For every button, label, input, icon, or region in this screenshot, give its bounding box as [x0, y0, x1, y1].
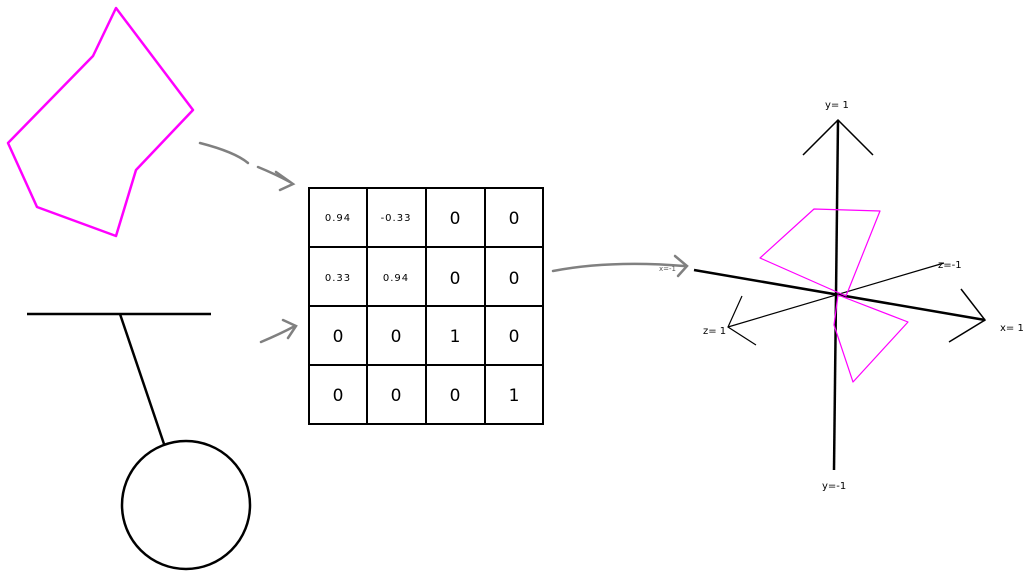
matrix-cell: 0: [450, 209, 461, 229]
x-negative-label: x=-1: [659, 265, 676, 273]
transformed-shape: [759, 208, 909, 383]
z-positive-label: z= 1: [703, 326, 726, 337]
matrix-cell: 0: [450, 386, 461, 406]
matrix-cell: 0: [509, 209, 520, 229]
matrix-cell: 0: [333, 386, 344, 406]
dashed-arrow-to-matrix: [198, 141, 296, 192]
matrix-cell: 0: [450, 269, 461, 289]
matrix-cell: 0: [509, 327, 520, 347]
arrow-matrix-to-3d: [551, 254, 689, 278]
matrix-cell: -0.33: [381, 213, 412, 224]
z-axis-arrowhead: [727, 295, 757, 346]
y-negative-label: y=-1: [822, 481, 846, 492]
matrix-cell: 0.33: [325, 273, 351, 284]
3d-axes-view: y= 1 y=-1 x= 1 x=-1 z= 1 z=-1: [659, 100, 1024, 492]
matrix-cell: 0: [333, 327, 344, 347]
matrix-cell: 0: [391, 327, 402, 347]
matrix-cell: 1: [450, 327, 461, 347]
pendulum-shape: [27, 312, 252, 571]
input-polygon-shape: [6, 6, 195, 238]
matrix-cell: 0: [391, 386, 402, 406]
matrix-cell: 0.94: [383, 273, 409, 284]
matrix-cell: 0: [509, 269, 520, 289]
matrix-cell: 0.94: [325, 213, 351, 224]
y-positive-label: y= 1: [825, 100, 849, 111]
x-axis-arrowhead: [948, 288, 987, 343]
z-axis: [727, 262, 945, 328]
transformation-matrix: 0.94 -0.33 0 0 0.33 0.94 0 0 0 0 1 0 0 0…: [308, 187, 544, 425]
matrix-cell: 1: [509, 386, 520, 406]
y-axis-arrowhead: [802, 118, 874, 156]
x-positive-label: x= 1: [1000, 323, 1024, 334]
arrow-pendulum-to-matrix: [259, 318, 298, 344]
z-negative-label: z=-1: [938, 260, 962, 271]
